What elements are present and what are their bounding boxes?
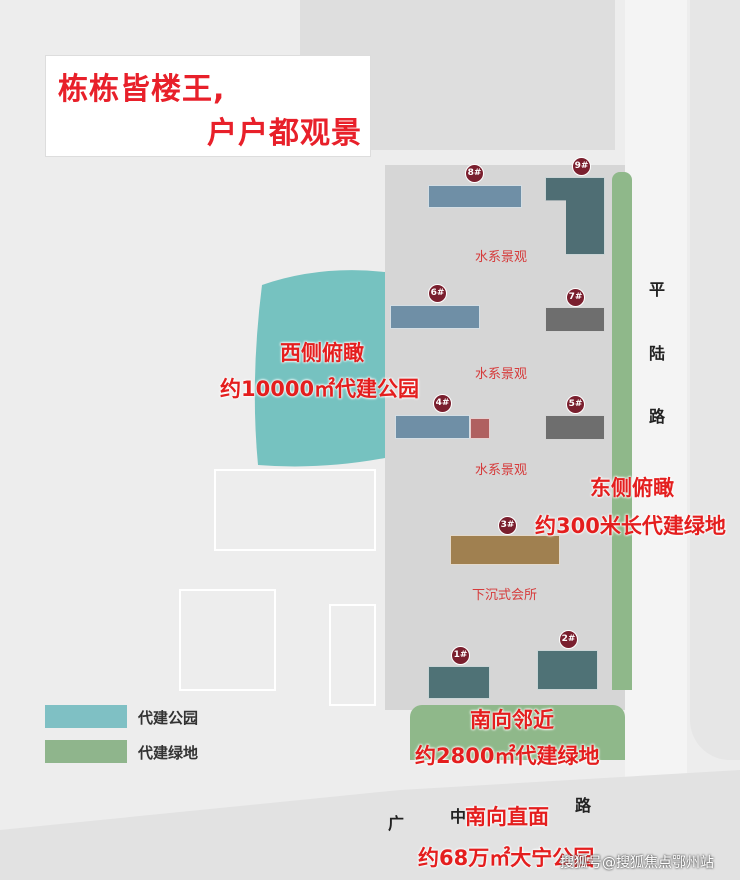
legend-swatch-green	[45, 740, 127, 763]
callout-west-detail: 约10000㎡代建公园	[220, 377, 420, 401]
legend-label-green: 代建绿地	[138, 744, 199, 762]
zone-label-water-1: 水系景观	[475, 250, 528, 265]
building-badge-4: 4#	[433, 394, 452, 413]
building-badge-6: 6#	[428, 284, 447, 303]
callout-east-title: 东侧俯瞰	[590, 476, 674, 500]
road-label-east-2: 陆	[649, 344, 666, 363]
zone-label-water-3: 水系景观	[475, 463, 528, 478]
legend-swatch-park	[45, 705, 127, 728]
callout-park-detail: 约68万㎡大宁公园	[418, 846, 595, 870]
east-plot	[690, 0, 740, 760]
building-3[interactable]	[450, 535, 560, 565]
building-8[interactable]	[428, 185, 522, 208]
building-badge-9: 9#	[572, 157, 591, 176]
building-badge-5: 5#	[566, 395, 585, 414]
east-road	[625, 0, 687, 880]
east-green-strip	[612, 172, 632, 690]
headline-line2: 户户都观景	[207, 116, 362, 151]
watermark: 搜狐号@搜狐焦点鄂州站	[560, 855, 714, 871]
callout-south-detail: 约2800㎡代建绿地	[415, 744, 600, 768]
road-label-east-3: 路	[649, 407, 666, 426]
building-2[interactable]	[537, 650, 598, 690]
legend-label-park: 代建公园	[138, 709, 199, 727]
building-badge-1: 1#	[451, 646, 470, 665]
building-1[interactable]	[428, 666, 490, 699]
south-green-area	[410, 705, 625, 760]
road-label-south-1: 广	[388, 814, 405, 833]
road-label-south-3: 路	[575, 796, 592, 815]
road-label-east-1: 平	[649, 280, 666, 299]
callout-west-title: 西侧俯瞰	[280, 341, 364, 365]
building-7[interactable]	[545, 307, 605, 332]
building-badge-2: 2#	[559, 630, 578, 649]
road-label-south-2: 中	[450, 807, 467, 826]
callout-east-detail: 约300米长代建绿地	[535, 514, 726, 538]
building-4-annex	[470, 418, 490, 439]
west-park-area	[254, 270, 385, 467]
callout-south-title: 南向邻近	[470, 708, 554, 732]
building-badge-7: 7#	[566, 288, 585, 307]
zone-label-club: 下沉式会所	[472, 588, 538, 603]
building-5[interactable]	[545, 415, 605, 440]
callout-park-title: 南向直面	[465, 805, 549, 829]
zone-label-water-2: 水系景观	[475, 367, 528, 382]
headline-box: 栋栋皆楼王, 户户都观景	[45, 55, 371, 157]
headline-line1: 栋栋皆楼王,	[58, 72, 226, 107]
building-badge-8: 8#	[465, 164, 484, 183]
building-6[interactable]	[390, 305, 480, 329]
building-4[interactable]	[395, 415, 470, 439]
building-badge-3: 3#	[498, 516, 517, 535]
